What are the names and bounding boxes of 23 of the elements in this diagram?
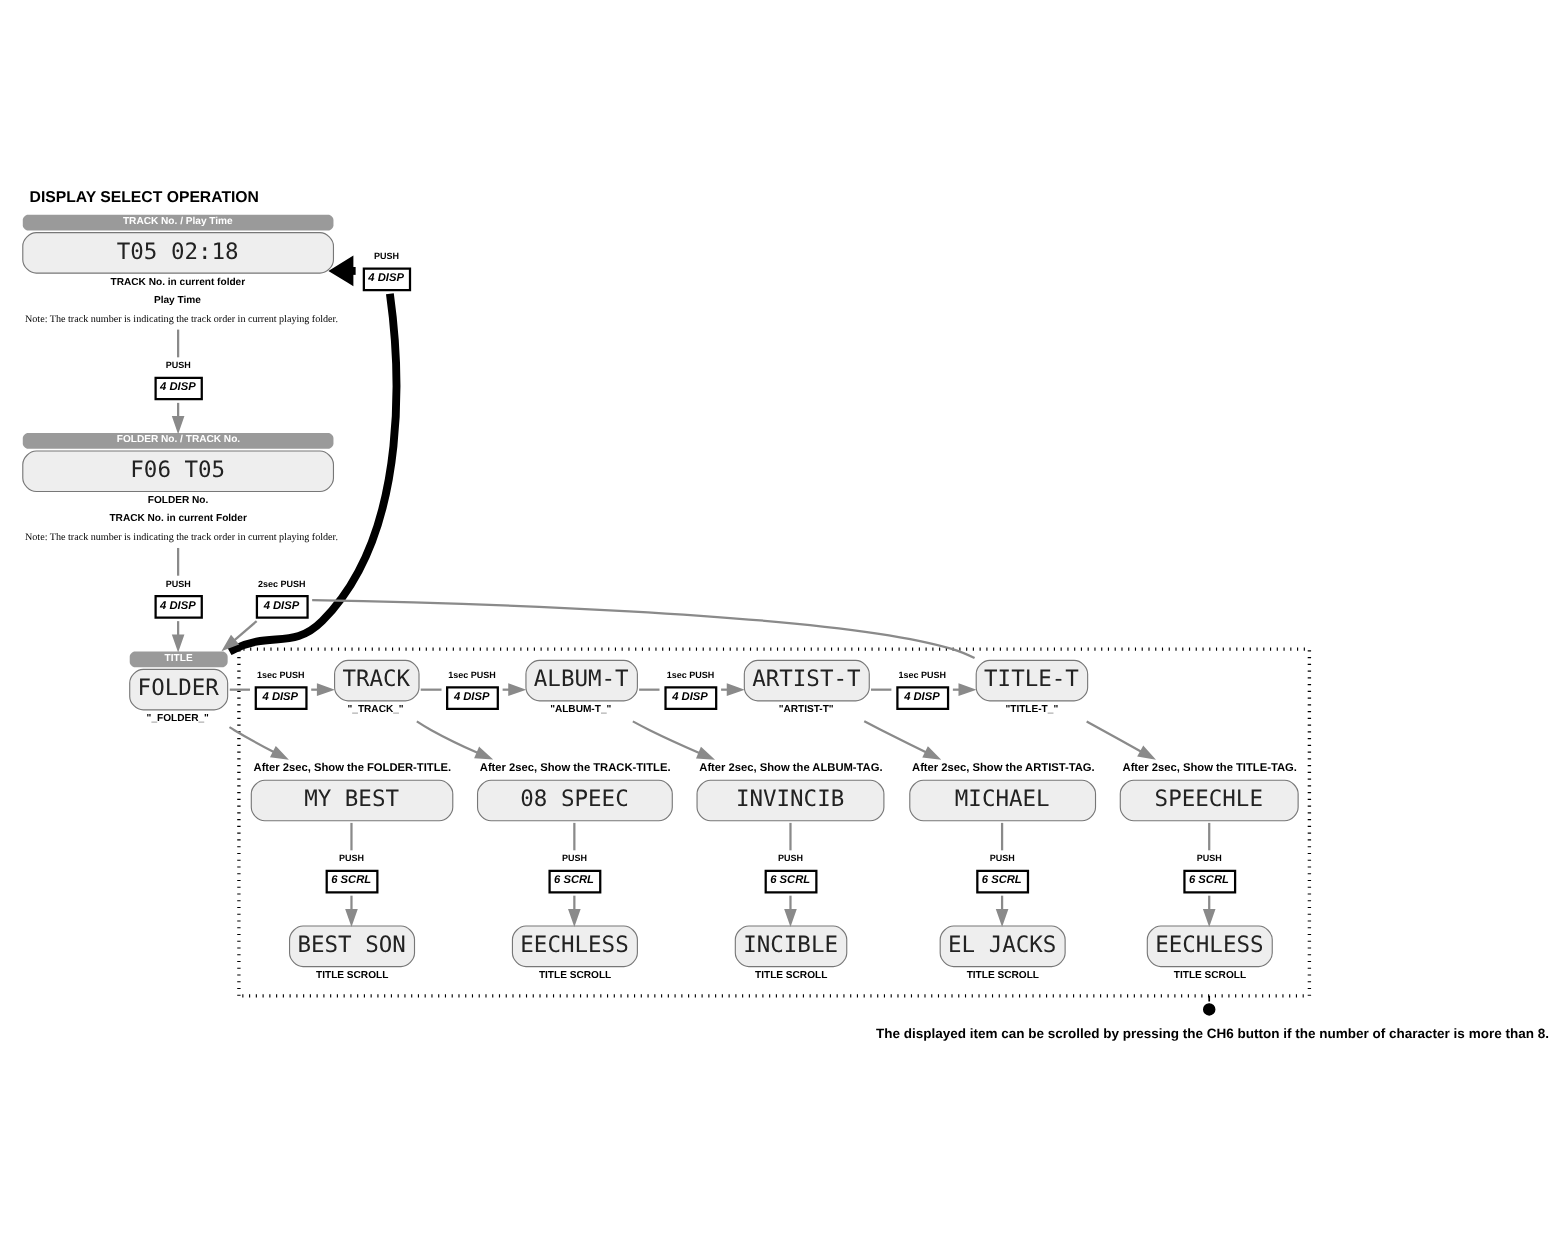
arrow [221,619,258,651]
connector [789,821,792,850]
cluster [237,646,1312,997]
connector [1000,821,1004,850]
arrow [863,719,942,759]
connector [229,687,250,690]
connector [1208,821,1211,850]
connector [350,821,353,850]
connector [312,597,976,659]
connector [871,687,892,690]
connector [177,546,180,575]
connector [227,292,401,655]
connector [1202,994,1216,1015]
connector [639,687,660,690]
connector [177,328,180,357]
arrow [416,719,494,759]
arrow [345,894,358,927]
arrow [784,894,797,927]
connector [420,687,442,690]
arrow [632,719,716,759]
connector [573,821,576,850]
arrow [228,725,289,759]
arrow [1086,719,1156,759]
